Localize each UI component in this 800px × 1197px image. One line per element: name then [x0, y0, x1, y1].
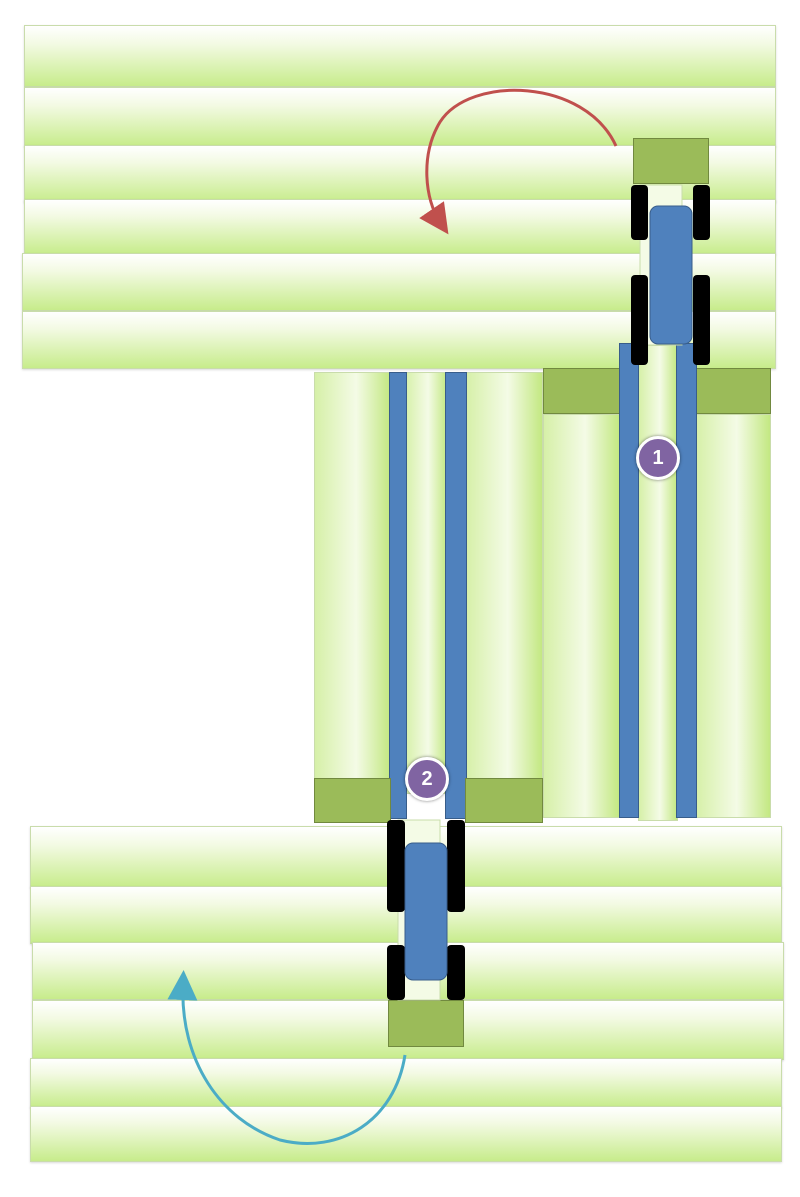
bottom-field-strip: [30, 1106, 782, 1162]
curved-arrow-icon: [167, 970, 407, 1145]
headland-block: [695, 368, 771, 414]
tractor-body: [404, 842, 448, 981]
wheel-icon: [447, 820, 465, 912]
wheel-icon: [447, 945, 465, 1000]
headland-block: [314, 778, 391, 823]
wheel-icon: [387, 945, 405, 1000]
wheel-icon: [631, 275, 648, 365]
vertical-field-strip: [695, 414, 771, 818]
step-number: 1: [652, 446, 664, 469]
tractor-body: [649, 205, 693, 345]
top-field-strip: [24, 87, 776, 147]
headland-block: [465, 778, 543, 823]
top-field-strip: [24, 25, 776, 87]
headland-block: [388, 1000, 464, 1047]
track-rail: [619, 343, 639, 818]
track-rail: [389, 372, 407, 819]
wheel-icon: [693, 275, 710, 365]
tractor-icon: [387, 819, 465, 1001]
step-marker: 1: [636, 436, 680, 480]
vertical-field-strip: [404, 372, 448, 794]
wheel-icon: [693, 185, 710, 240]
wheel-icon: [387, 820, 405, 912]
headland-block: [633, 138, 709, 184]
step-number: 2: [421, 767, 433, 790]
vertical-field-strip: [314, 372, 391, 780]
bottom-field-strip: [30, 1058, 782, 1108]
wheel-icon: [631, 185, 648, 240]
tractor-icon: [631, 184, 710, 365]
step-marker: 2: [405, 757, 449, 801]
curved-arrow-icon: [419, 88, 618, 235]
track-rail: [445, 372, 467, 819]
headland-block: [543, 368, 620, 414]
vertical-field-strip: [543, 414, 620, 818]
